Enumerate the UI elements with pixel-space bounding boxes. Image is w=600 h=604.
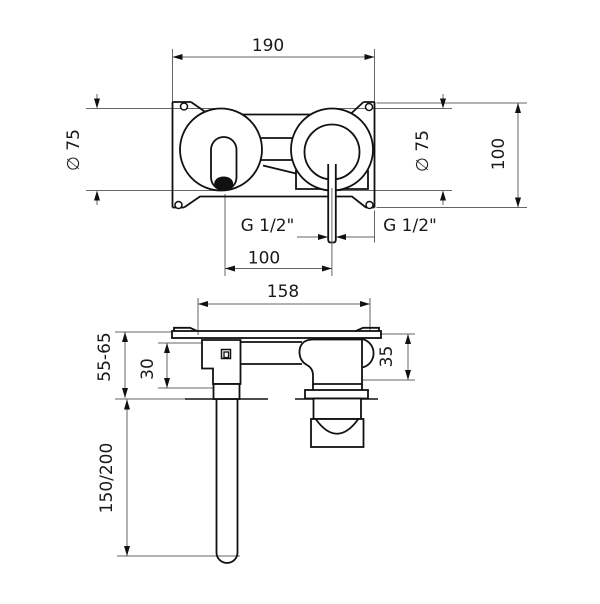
arrow — [318, 234, 328, 240]
label-depth-range: 55-65 — [95, 332, 115, 381]
plate-section — [171, 330, 382, 339]
arrow — [515, 197, 521, 208]
label-thread-right: G 1/2" — [383, 216, 437, 236]
label-dia-left: ∅ 75 — [64, 129, 84, 171]
front-dimension-lines — [86, 49, 527, 276]
valve-flange — [304, 389, 369, 400]
arrow — [164, 378, 170, 388]
label-spout-length: 150/200 — [97, 443, 117, 514]
valve-cap-arc — [315, 418, 359, 435]
arrow — [515, 103, 521, 113]
arrow — [172, 54, 183, 60]
cartridge-dome — [361, 338, 375, 369]
label-thread-left: G 1/2" — [241, 216, 295, 236]
set-screw-outer — [220, 348, 232, 360]
arrow — [336, 234, 346, 240]
body-line-angled — [262, 164, 297, 175]
arrow — [198, 301, 208, 307]
spout-outlet — [214, 176, 234, 191]
label-spacing-100: 100 — [248, 249, 280, 269]
label-plate-width: 190 — [252, 36, 284, 56]
plate-tab-right — [355, 326, 380, 332]
side-view: 158 55-65 30 150/200 35 — [95, 282, 415, 564]
side-body — [171, 326, 382, 564]
spout-neck — [212, 383, 241, 400]
plate-top-inner-edge — [190, 101, 365, 116]
label-spout-offset: 30 — [138, 358, 158, 380]
spout-elbow — [201, 339, 242, 385]
spout-tube-sides — [215, 399, 239, 553]
arrow — [405, 334, 411, 344]
front-body — [171, 101, 376, 244]
screw-hole-bl — [174, 200, 183, 210]
arrow — [124, 546, 130, 556]
plate-bottom-inner-edge — [183, 195, 367, 209]
front-arrows — [94, 54, 521, 272]
plate-tab-left — [173, 326, 198, 332]
arrow — [225, 265, 235, 272]
front-view: 190 ∅ 75 ∅ 75 100 G 1/2" G 1/2" 100 — [64, 36, 527, 276]
screw-hole-br — [365, 200, 374, 210]
arrow — [124, 399, 130, 410]
screw-hole-tl — [179, 102, 189, 111]
arrow — [164, 343, 170, 353]
valve-body — [298, 338, 363, 385]
valve-pipe — [312, 397, 362, 420]
spout-tube-end — [215, 552, 239, 564]
label-height-100: 100 — [489, 138, 509, 170]
arrow — [122, 332, 128, 342]
side-dimension-lines — [115, 298, 415, 557]
arrow — [122, 388, 128, 398]
arrow — [322, 265, 332, 272]
arrow — [94, 190, 100, 201]
label-dia-right: ∅ 75 — [413, 130, 433, 172]
screw-holes — [174, 102, 374, 210]
side-arrows — [122, 301, 411, 556]
arrow — [360, 301, 370, 307]
connecting-pipe — [240, 341, 302, 365]
arrow — [364, 54, 375, 60]
arrow — [94, 98, 100, 109]
arrow — [440, 190, 446, 201]
arrow — [440, 98, 446, 109]
set-screw-inner — [223, 351, 230, 359]
valve-lower-sides — [312, 384, 363, 390]
screw-hole-tr — [364, 102, 374, 112]
label-cartridge-depth: 35 — [377, 346, 397, 368]
label-body-width: 158 — [267, 282, 299, 302]
arrow — [405, 370, 411, 380]
plate-side-edges — [171, 102, 376, 208]
